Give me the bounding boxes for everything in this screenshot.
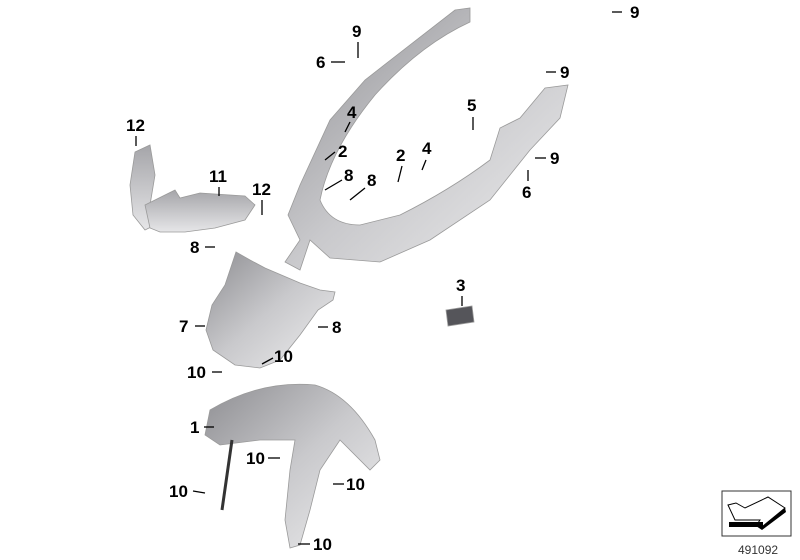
callout-12: 12 [252, 180, 271, 199]
callout-8: 8 [344, 166, 353, 185]
callout-10: 10 [169, 482, 188, 501]
callout-labels: 9 9 6 9 4 5 12 2 2 4 9 8 8 11 12 6 3 8 7… [126, 3, 639, 554]
upper-fairing-part[interactable] [284, 7, 569, 271]
callout-7: 7 [179, 317, 188, 336]
callout-2: 2 [396, 146, 405, 165]
callout-9: 9 [352, 22, 361, 41]
callout-2: 2 [338, 142, 347, 161]
callout-4: 4 [422, 139, 432, 158]
mudguard-stay-part [220, 439, 234, 511]
callout-12: 12 [126, 116, 145, 135]
inner-panel-part[interactable] [205, 251, 336, 369]
callout-8: 8 [332, 318, 341, 337]
front-beak-part[interactable] [144, 189, 256, 233]
callout-5: 5 [467, 96, 476, 115]
callout-10: 10 [246, 449, 265, 468]
rubber-pad-part[interactable] [445, 305, 475, 327]
callout-8: 8 [367, 171, 376, 190]
diagram-number: 491092 [738, 543, 778, 557]
callout-1: 1 [190, 418, 199, 437]
callout-leader-lines [135, 11, 622, 545]
callout-6: 6 [316, 53, 325, 72]
callout-10: 10 [313, 535, 332, 554]
callout-8: 8 [190, 238, 199, 257]
callout-10: 10 [346, 475, 365, 494]
callout-10: 10 [187, 363, 206, 382]
callout-3: 3 [456, 276, 465, 295]
callout-9: 9 [560, 63, 569, 82]
callout-9: 9 [550, 149, 559, 168]
callout-11: 11 [209, 167, 227, 186]
diagram-reference-symbol: 491092 [721, 490, 792, 557]
callout-4: 4 [347, 103, 357, 122]
callout-6: 6 [522, 183, 531, 202]
front-mudguard-part[interactable] [204, 383, 381, 549]
callout-10: 10 [274, 347, 293, 366]
callout-9: 9 [630, 3, 639, 22]
